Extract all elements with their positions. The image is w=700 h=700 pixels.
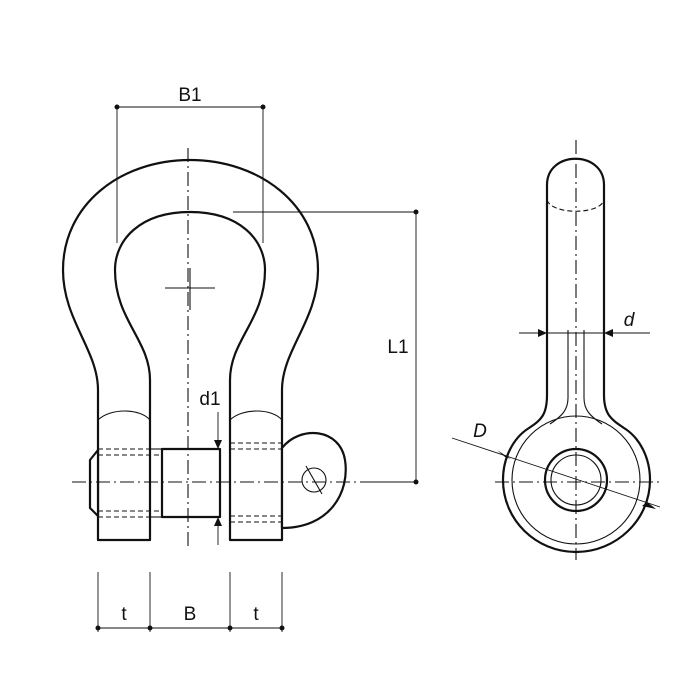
d-arrow-right — [604, 329, 613, 337]
d1-label: d1 — [199, 389, 220, 410]
pin-eye-hole — [301, 467, 327, 493]
b1-label: B1 — [178, 85, 201, 106]
dimension-bottom-row: t B t — [95, 572, 285, 632]
d1-arrow-bottom — [214, 517, 222, 526]
big-d-dimension-line — [451, 437, 661, 508]
l1-terminator-bottom — [413, 479, 419, 485]
b1-terminator-right — [260, 104, 266, 110]
b1-terminator-left — [114, 104, 120, 110]
dimension-big-d: D — [451, 421, 661, 509]
t-right-label: t — [253, 604, 259, 625]
pin-eye-mark — [305, 465, 323, 495]
t-left-label: t — [121, 604, 127, 625]
shackle-bow — [61, 158, 320, 542]
d1-arrow-top — [214, 440, 222, 449]
shackle-front-view — [61, 148, 368, 550]
d-label: d — [624, 310, 636, 331]
bottom-terminator-1 — [95, 625, 101, 631]
big-d-arrow-right — [642, 502, 656, 509]
shackle-side-view — [495, 140, 660, 560]
dimension-l1: L1 — [233, 209, 419, 485]
side-neck-left — [549, 330, 569, 425]
dimension-b1: B1 — [114, 85, 266, 243]
pin-shank — [160, 447, 222, 519]
l1-terminator-top — [413, 209, 419, 215]
side-body — [501, 157, 652, 554]
bottom-terminator-2 — [147, 625, 153, 631]
l1-label: L1 — [387, 337, 408, 358]
side-hidden-bow-curve — [546, 199, 605, 212]
pin-head — [88, 448, 100, 518]
b-label: B — [184, 604, 197, 625]
left-eye-collar — [97, 410, 151, 421]
bottom-terminator-4 — [279, 625, 285, 631]
dimension-d: d — [519, 310, 650, 337]
d-arrow-left — [538, 329, 547, 337]
big-d-arrow-left — [497, 450, 511, 459]
bottom-terminator-3 — [227, 625, 233, 631]
side-neck-right — [583, 330, 603, 425]
right-eye-collar — [229, 410, 283, 421]
dimension-d1: d1 — [199, 389, 222, 545]
big-d-label: D — [473, 421, 487, 442]
